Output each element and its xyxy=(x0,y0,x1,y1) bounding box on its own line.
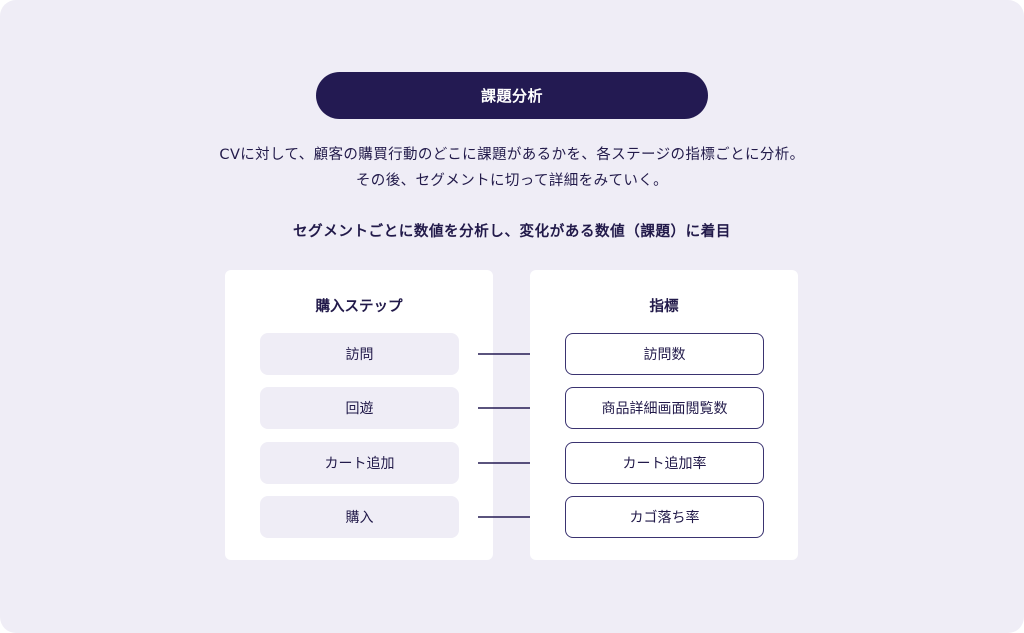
step-item: カート追加 xyxy=(260,442,459,484)
metric-item: 訪問数 xyxy=(565,333,764,375)
step-item: 回遊 xyxy=(260,387,459,429)
page-title: 課題分析 xyxy=(480,87,543,105)
purchase-steps-title: 購入ステップ xyxy=(315,299,403,315)
step-label: カート追加 xyxy=(324,456,395,472)
step-item: 訪問 xyxy=(260,333,459,375)
purchase-steps-panel: 購入ステップ 訪問 回遊 カート追加 購入 xyxy=(225,270,493,560)
step-label: 訪問 xyxy=(345,347,374,363)
metrics-panel: 指標 訪問数 商品詳細画面閲覧数 カート追加率 カゴ落ち率 xyxy=(530,270,798,560)
description-line-1: CVに対して、顧客の購買行動のどこに課題があるかを、各ステージの指標ごとに分析。 xyxy=(219,147,805,163)
description-line-2: その後、セグメントに切って詳細をみていく。 xyxy=(355,173,669,189)
metric-item: カゴ落ち率 xyxy=(565,496,764,538)
metric-label: 商品詳細画面閲覧数 xyxy=(601,401,728,417)
title-pill: 課題分析 xyxy=(316,72,708,119)
subheading: セグメントごとに数値を分析し、変化がある数値（課題）に着目 xyxy=(293,224,731,240)
step-label: 回遊 xyxy=(345,401,374,417)
step-item: 購入 xyxy=(260,496,459,538)
metric-label: カート追加率 xyxy=(622,456,707,472)
metric-item: カート追加率 xyxy=(565,442,764,484)
metric-label: カゴ落ち率 xyxy=(629,510,700,526)
metric-label: 訪問数 xyxy=(643,347,686,363)
metrics-title: 指標 xyxy=(649,299,679,315)
metric-item: 商品詳細画面閲覧数 xyxy=(565,387,764,429)
step-label: 購入 xyxy=(345,510,374,526)
